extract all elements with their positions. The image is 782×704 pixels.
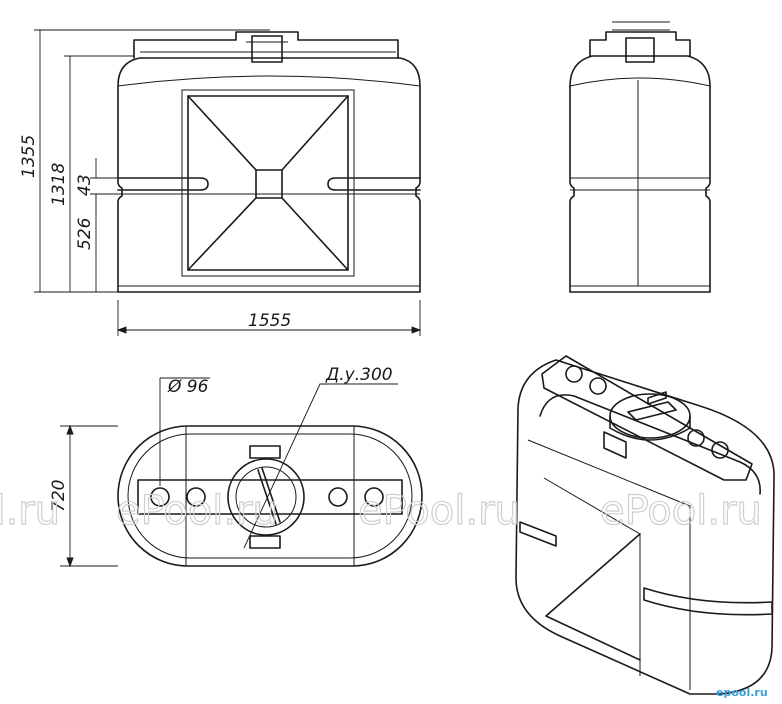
front-view xyxy=(117,31,421,293)
top-dimensions: 720 Ø 96 Д.у.300 xyxy=(49,365,398,568)
watermark-2: ePool.ru xyxy=(116,488,278,534)
side-view xyxy=(569,21,711,293)
top-view xyxy=(117,425,423,567)
dim-526: 526 xyxy=(75,217,95,250)
watermarks: ol.ru ePool.ru ePool.ru ePool.ru xyxy=(0,487,762,534)
dim-dy300: Д.у.300 xyxy=(325,365,393,385)
dim-720: 720 xyxy=(49,480,69,512)
isometric-view xyxy=(515,355,775,695)
watermark-4: ePool.ru xyxy=(600,488,762,534)
dim-1355: 1355 xyxy=(19,135,39,178)
watermark-3: ePool.ru xyxy=(358,488,520,534)
dim-d96: Ø 96 xyxy=(167,377,209,397)
dim-1555: 1555 xyxy=(248,311,291,331)
brand-logo[interactable]: epool.ru xyxy=(716,686,768,699)
dim-1318: 1318 xyxy=(49,163,69,206)
watermark-1: ol.ru xyxy=(0,488,60,534)
front-dimensions: 1355 1318 43 526 1555 xyxy=(19,29,422,336)
dim-43: 43 xyxy=(75,174,95,196)
